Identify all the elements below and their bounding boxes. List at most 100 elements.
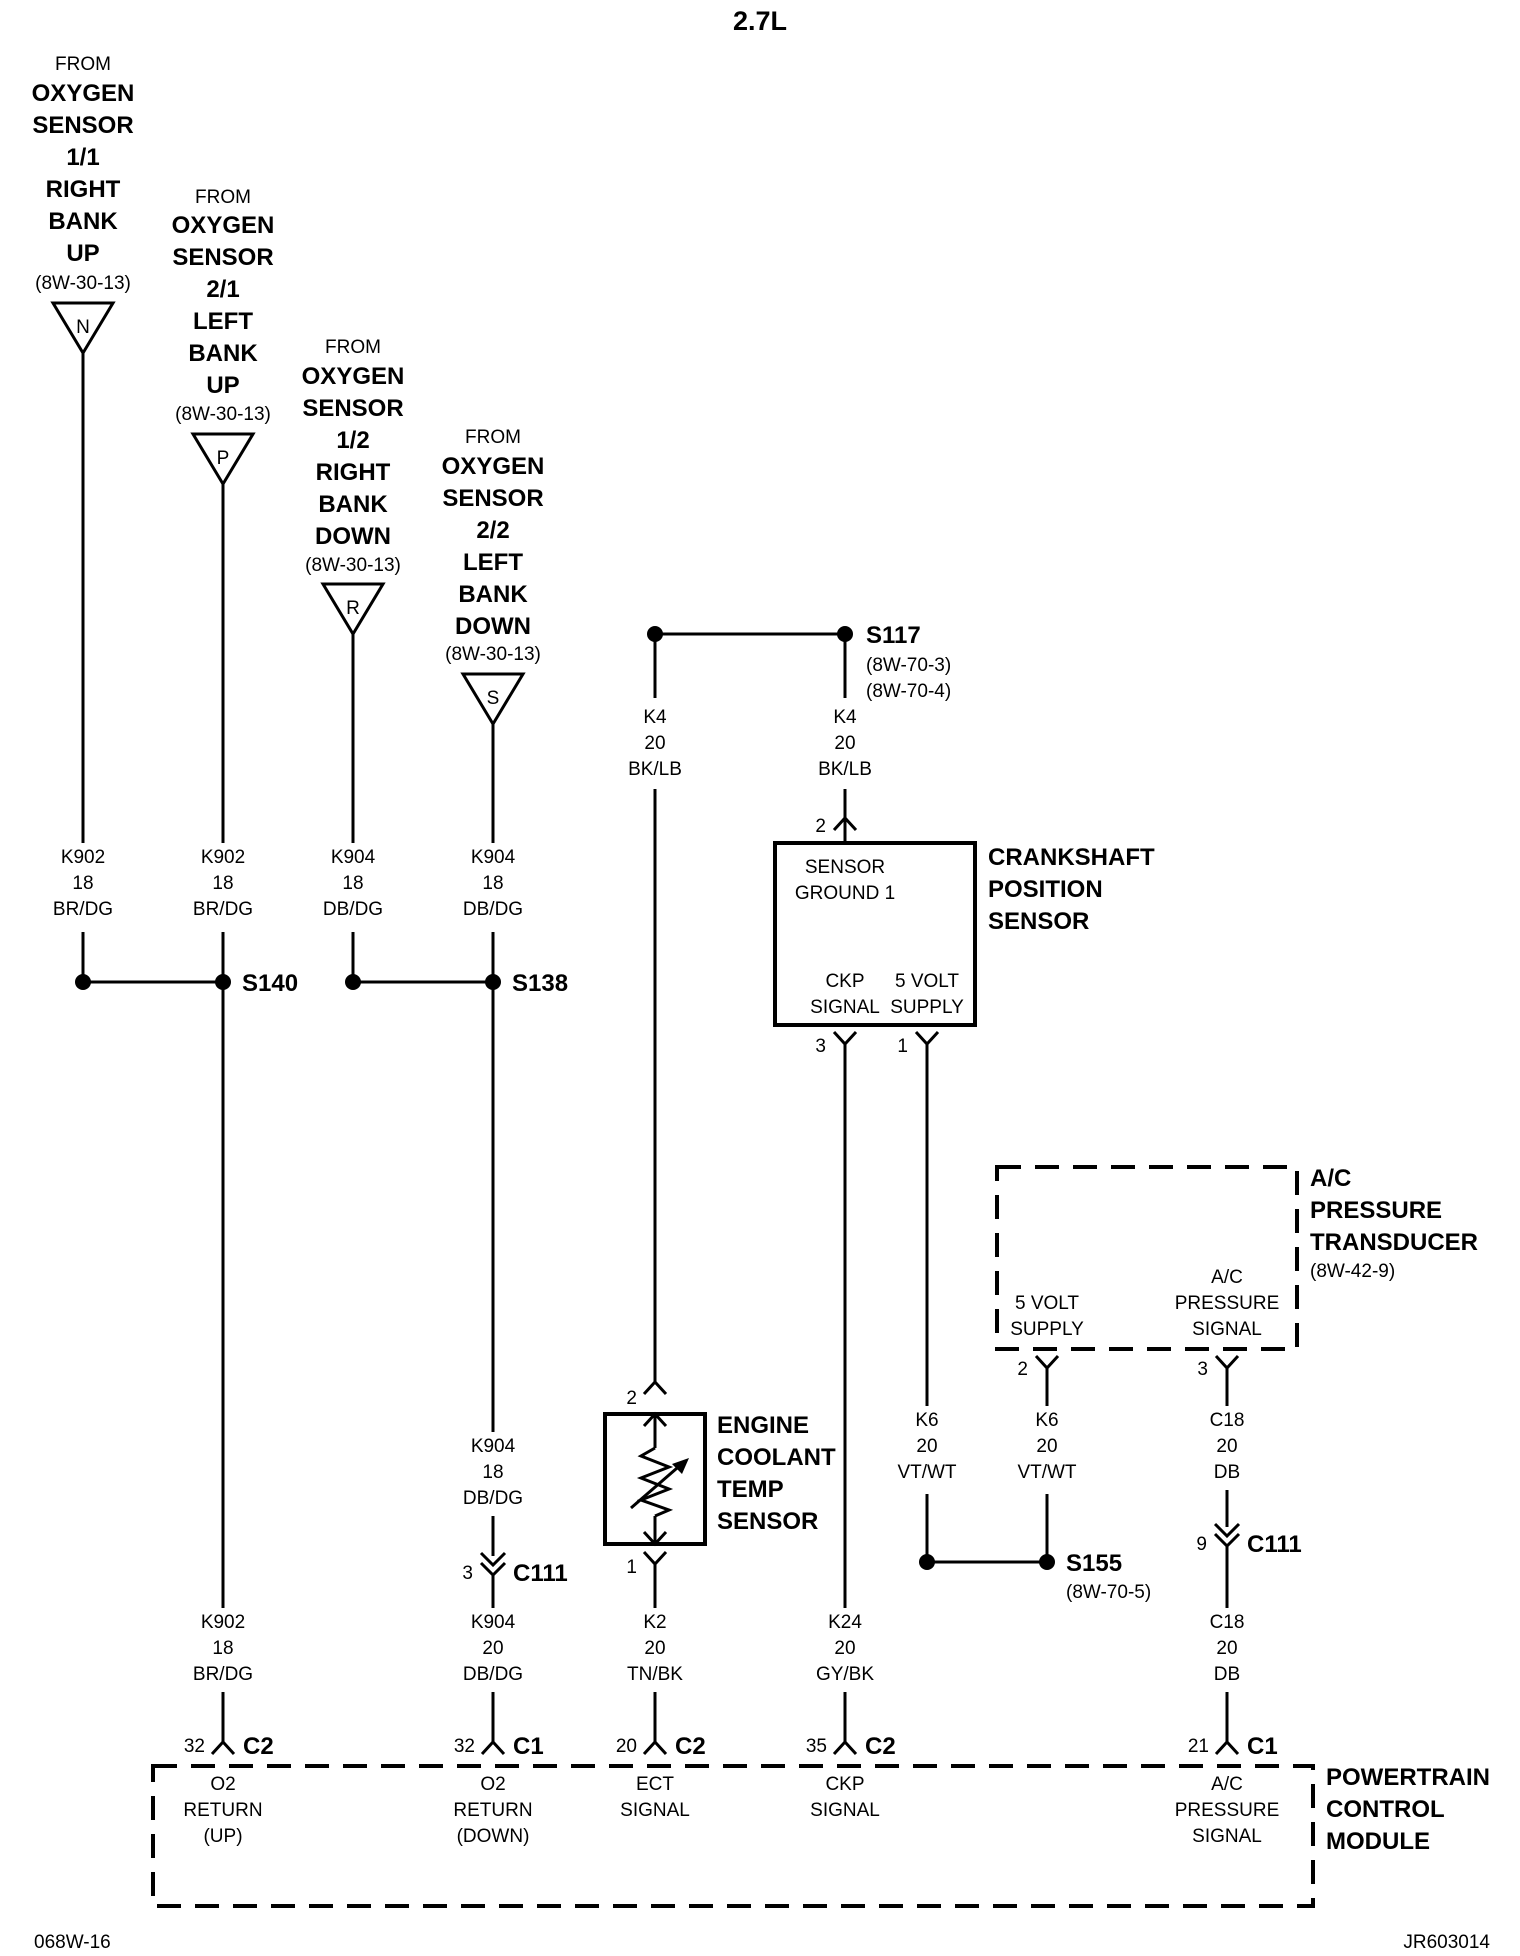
splice-s138-label: S138 — [512, 970, 568, 997]
o2-source-2-left-bank-up: FROM OXYGEN SENSOR 2/1 LEFT BANK UP (8W-… — [172, 187, 275, 487]
from-label: FROM — [465, 427, 521, 448]
ckp-title: SENSOR — [988, 908, 1089, 935]
crankshaft-position-sensor: 2 SENSOR GROUND 1 CKP SIGNAL 5 VOLT SUPP… — [773, 815, 1155, 1057]
terminal-pin: 35 — [806, 1736, 827, 1757]
supply-label: SUPPLY — [1010, 1319, 1084, 1340]
wire-color: DB/DG — [463, 1664, 523, 1685]
wire-label-k6-right: K6 20 VT/WT — [1017, 1410, 1076, 1483]
wire-label-w2: K902 18 BR/DG — [193, 847, 253, 920]
terminal-pin: 32 — [184, 1736, 205, 1757]
ac-title: PRESSURE — [1310, 1197, 1442, 1224]
wire-gauge: 20 — [916, 1436, 937, 1457]
page-reference: (8W-30-13) — [175, 404, 271, 425]
from-label: FROM — [55, 54, 111, 75]
pin-supply: 2 — [1017, 1359, 1028, 1380]
source-line: OXYGEN — [172, 212, 275, 239]
wire-gauge: 18 — [482, 1462, 503, 1483]
terminal-connector: C2 — [243, 1733, 274, 1760]
source-line: OXYGEN — [442, 453, 545, 480]
ground-label: SENSOR — [805, 857, 885, 878]
wire-label-k2: K2 20 TN/BK — [627, 1612, 683, 1685]
terminal-label: SIGNAL — [620, 1800, 690, 1821]
wire-label-k24: K24 20 GY/BK — [816, 1612, 874, 1685]
source-line: 2/2 — [476, 517, 509, 544]
page-reference: (8W-30-13) — [305, 555, 401, 576]
wire-color: VT/WT — [897, 1462, 956, 1483]
connector-triangle — [320, 582, 386, 637]
from-label: FROM — [325, 337, 381, 358]
pin-chevron — [642, 1550, 668, 1567]
wire-label-k904-lower: K904 18 DB/DG — [463, 1436, 523, 1509]
pin-bottom: 1 — [626, 1557, 637, 1578]
terminal-pin: 20 — [616, 1736, 637, 1757]
terminal-chevron — [642, 1530, 668, 1547]
circuit-id: K904 — [471, 1612, 516, 1633]
ac-pressure-transducer: A/C PRESSURE TRANSDUCER (8W-42-9) 5 VOLT… — [995, 1165, 1478, 1380]
splice-s117-label: S117 — [866, 622, 921, 649]
terminal-label: A/C — [1211, 1774, 1243, 1795]
wire-gauge: 20 — [1036, 1436, 1057, 1457]
connector-triangle — [50, 301, 116, 356]
connector-letter: S — [487, 688, 500, 709]
pin-chevron — [1214, 1739, 1240, 1756]
splice-s155-label: S155 — [1066, 1550, 1122, 1577]
wire-gauge: 20 — [644, 733, 665, 754]
wire-gauge: 20 — [834, 733, 855, 754]
pin-ground: 2 — [815, 816, 826, 837]
pcm-title: MODULE — [1326, 1828, 1430, 1855]
wire-color: BK/LB — [628, 759, 682, 780]
wire-color: DB/DG — [463, 1488, 523, 1509]
connector-triangle — [190, 432, 256, 487]
wire-color: BR/DG — [53, 899, 113, 920]
powertrain-control-module: POWERTRAIN CONTROL MODULE 32 C2 O2 RETUR… — [151, 1733, 1490, 1908]
pin-chevron — [914, 1030, 940, 1047]
connector-letter: P — [217, 448, 230, 469]
pin-top: 2 — [626, 1388, 637, 1409]
wire-color: DB — [1214, 1664, 1240, 1685]
wire-color: GY/BK — [816, 1664, 874, 1685]
terminal-label: (UP) — [203, 1826, 242, 1847]
terminal-label: O2 — [210, 1774, 235, 1795]
signal-label: SIGNAL — [1192, 1319, 1262, 1340]
circuit-id: K904 — [471, 847, 516, 868]
wire-gauge: 20 — [482, 1638, 503, 1659]
wire-color: TN/BK — [627, 1664, 683, 1685]
pin-signal: 3 — [1197, 1359, 1208, 1380]
pin-chevron — [1034, 1354, 1060, 1371]
wire-label-w3: K904 18 DB/DG — [323, 847, 383, 920]
source-line: LEFT — [193, 308, 253, 335]
signal-label: A/C — [1211, 1267, 1243, 1288]
footer-left-code: 068W-16 — [34, 1932, 111, 1953]
connector-c111-right: 9 C111 — [1196, 1522, 1302, 1558]
wire-gauge: 18 — [72, 873, 93, 894]
source-line: BANK — [318, 491, 388, 518]
circuit-id: K24 — [828, 1612, 862, 1633]
circuit-id: K6 — [915, 1410, 938, 1431]
splice-dot — [919, 1554, 935, 1570]
supply-label: 5 VOLT — [1015, 1293, 1079, 1314]
source-line: 1/1 — [66, 144, 99, 171]
pin-chevron — [480, 1739, 506, 1756]
pcm-terminal-ac-pressure-signal: 21 C1 A/C PRESSURE SIGNAL — [1175, 1733, 1280, 1847]
terminal-label: (DOWN) — [457, 1826, 530, 1847]
connector-name: C111 — [1247, 1531, 1302, 1558]
o2-source-1-right-bank-up: FROM OXYGEN SENSOR 1/1 RIGHT BANK UP (8W… — [32, 54, 134, 356]
wire-color: DB/DG — [323, 899, 383, 920]
wire-gauge: 18 — [212, 1638, 233, 1659]
diagram-title: 2.7L — [733, 6, 787, 36]
variable-resistor-arrow — [630, 1460, 685, 1510]
connector-pin: 9 — [1196, 1534, 1207, 1555]
splice-s155-ref: (8W-70-5) — [1066, 1582, 1151, 1603]
ac-title: A/C — [1310, 1165, 1351, 1192]
o2-source-3-right-bank-down: FROM OXYGEN SENSOR 1/2 RIGHT BANK DOWN (… — [302, 337, 404, 637]
connector-chevron — [479, 1551, 507, 1568]
ect-title: TEMP — [717, 1476, 784, 1503]
ect-title: SENSOR — [717, 1508, 818, 1535]
supply-label: 5 VOLT — [895, 971, 959, 992]
connector-name: C111 — [513, 1560, 568, 1587]
source-line: UP — [206, 372, 239, 399]
wire-label-c18-lower: C18 20 DB — [1210, 1612, 1245, 1685]
arrow-head — [672, 1458, 689, 1474]
pcm-terminal-ckp-signal: 35 C2 CKP SIGNAL — [806, 1733, 896, 1821]
o2-source-4-left-bank-down: FROM OXYGEN SENSOR 2/2 LEFT BANK DOWN (8… — [442, 427, 545, 727]
